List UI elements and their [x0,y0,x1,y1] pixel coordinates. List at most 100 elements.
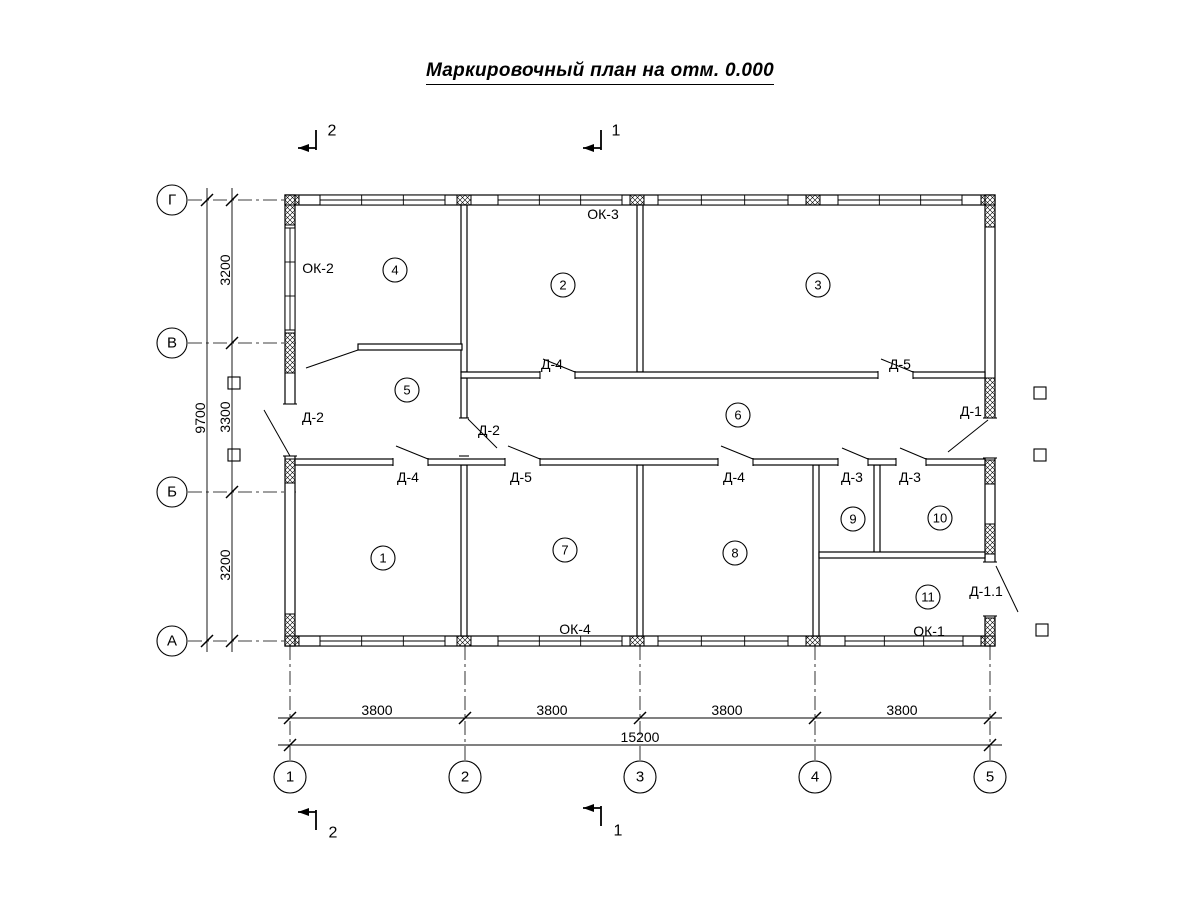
dimension-tick [225,336,239,350]
col-axis-bubble-2: 2 [461,769,469,786]
row-axis-bubble-b-bubble [156,476,188,508]
page-title-text: Маркировочный план на отм. 0.000 [425,60,775,85]
door-opening [718,458,753,466]
section-number-1-bottom: 1 [614,823,623,840]
door-leaf [507,445,541,460]
wall [636,204,644,373]
section-number-2-bottom: 2 [329,825,338,842]
dimension-tick [983,711,997,725]
room-number-9-bubble [840,506,866,532]
section-arrow [298,808,309,816]
window-label-ok1: ОК-1 [913,623,945,639]
door-label-d3-2: Д-3 [899,469,921,485]
door-label-d1: Д-1 [960,403,982,419]
dimension-text: 3800 [711,702,742,718]
wall-pier [629,194,645,206]
row-axis-bubble-v: В [167,335,177,352]
dimension-tick [983,738,997,752]
room-number-8-bubble [722,540,748,566]
wall-pier [984,617,996,637]
dimension-tick [200,193,214,207]
room-number-3-bubble [805,272,831,298]
dimension-text: 3800 [361,702,392,718]
room-number-1-bubble [370,545,396,571]
door-opening [878,371,913,379]
page-title: Маркировочный план на отм. 0.000 [0,60,1200,85]
wall-pier [805,635,821,647]
wall-pier [284,194,300,206]
col-axis-bubble-3-bubble [623,760,657,794]
dimension-text: 3200 [217,254,233,285]
section-arrow [583,804,594,812]
window-label-ok2: ОК-2 [302,260,334,276]
dimension-tick [225,634,239,648]
dimension-text-total-width: 15200 [621,729,660,745]
room-number-7-bubble [552,537,578,563]
row-axis-bubble-a-bubble [156,625,188,657]
row-axis-bubble-v-bubble [156,327,188,359]
dimension-tick [225,193,239,207]
door-leaf [263,409,291,457]
door-opening [505,458,540,466]
wall-pier [284,204,296,226]
dimension-text: 3800 [536,702,567,718]
door-label-d1-1: Д-1.1 [969,583,1003,599]
door-label-d4-3: Д-4 [723,469,745,485]
porch-post [1033,386,1047,400]
dimension-tick [458,711,472,725]
porch-post [227,376,241,390]
dimension-tick [283,738,297,752]
col-axis-bubble-5-bubble [973,760,1007,794]
room-number-6-bubble [725,402,751,428]
wall-pier [984,523,996,555]
row-axis-bubble-g: Г [168,192,176,209]
dimension-tick [283,711,297,725]
wall-pier [980,635,996,647]
col-axis-bubble-4-bubble [798,760,832,794]
door-opening [540,371,575,379]
wall [460,371,986,379]
section-number-1-top: 1 [612,123,621,140]
dimension-text: 3800 [886,702,917,718]
room-number-11: 11 [921,590,935,605]
section-arrow [583,144,594,152]
door-opening [838,458,868,466]
door-label-d4-1: Д-4 [397,469,419,485]
door-opening [283,404,297,456]
room-number-2-bubble [550,272,576,298]
section-arrow [298,144,309,152]
room-number-10: 10 [933,511,947,526]
porch-post [1035,623,1049,637]
door-opening [459,418,469,456]
room-number-10-bubble [927,505,953,531]
wall [812,464,820,637]
wall-pier [805,194,821,206]
col-axis-bubble-5: 5 [986,769,994,786]
wall-pier [629,635,645,647]
col-axis-bubble-1: 1 [286,769,294,786]
door-opening [983,562,997,616]
wall-pier [984,377,996,419]
window-label-ok3: ОК-3 [587,206,619,222]
door-leaf [305,349,359,369]
col-axis-bubble-4: 4 [811,769,819,786]
dimension-text: 3300 [217,401,233,432]
door-opening [896,458,926,466]
door-label-d5-2: Д-5 [510,469,532,485]
wall [460,377,468,419]
room-number-2: 2 [559,278,566,293]
door-label-d2-mid: Д-2 [478,422,500,438]
section-number-2-top: 2 [328,123,337,140]
wall [636,464,644,637]
room-number-4: 4 [391,263,398,278]
dimension-tick [200,634,214,648]
room-number-3: 3 [814,278,821,293]
door-leaf [841,447,869,460]
room-number-11-bubble [915,584,941,610]
wall-pier [984,459,996,485]
door-leaf [995,565,1019,613]
wall [357,343,463,351]
door-leaf [542,358,576,373]
dimension-text-total-height: 9700 [192,402,208,433]
